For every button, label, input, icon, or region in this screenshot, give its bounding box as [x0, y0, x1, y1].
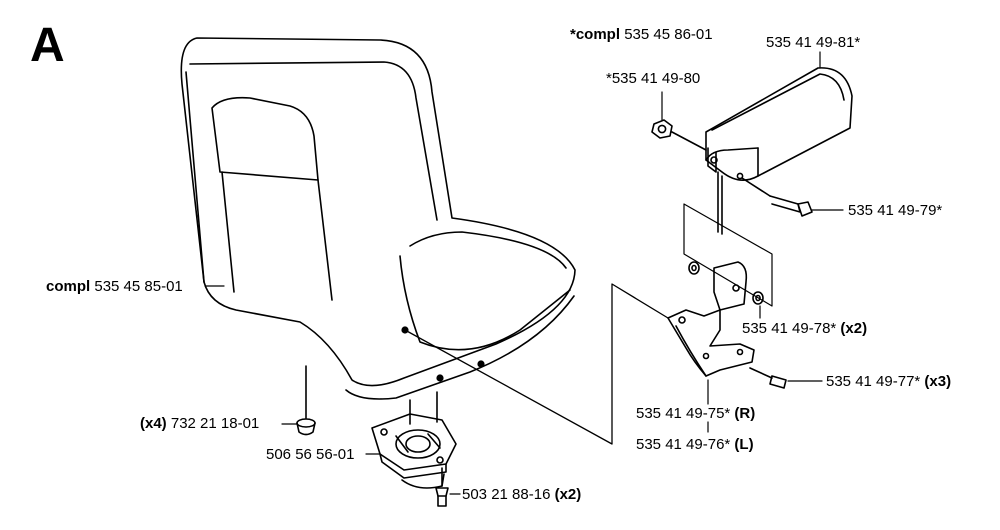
plate-screw-illustration — [435, 467, 449, 507]
armrest-bolt — [769, 195, 801, 213]
label-bracket-screw: 535 41 49-77* (x3) — [826, 373, 951, 390]
nut — [651, 119, 673, 139]
label-washer: 535 41 49-78* (x2) — [742, 320, 867, 337]
side-marker: (R) — [734, 405, 756, 422]
seat-cushion-edge — [409, 231, 567, 269]
part-number: 535 41 49-75* — [636, 405, 731, 422]
label-nut: *535 41 49-80 — [606, 70, 700, 87]
label-prefix: *compl — [570, 26, 621, 43]
seat-back-rim — [189, 61, 438, 221]
part-number: *535 41 49-80 — [606, 70, 701, 87]
armrest-mount-frame — [683, 203, 773, 307]
quantity: (x2) — [554, 486, 582, 503]
rubber-bumper-illustration — [296, 365, 316, 436]
label-bumper: (x4) 732 21 18-01 — [140, 415, 259, 432]
quantity: (x3) — [924, 373, 952, 390]
seat-back-outline — [180, 37, 576, 387]
part-number: 503 21 88-16 — [462, 486, 551, 503]
part-number: 535 41 49-76* — [636, 436, 731, 453]
armrest-pad — [705, 67, 853, 181]
part-number: 535 45 85-01 — [94, 278, 183, 295]
part-number: 535 45 86-01 — [624, 26, 713, 43]
quantity: (x2) — [840, 320, 868, 337]
label-armrest-kit: *compl 535 45 86-01 — [570, 26, 713, 43]
label-seat-complete: compl 535 45 85-01 — [46, 278, 183, 295]
mount-hole — [436, 374, 444, 382]
part-number: 535 41 49-78* — [742, 320, 837, 337]
mount-hole — [477, 360, 485, 368]
quantity: (x4) — [140, 415, 167, 432]
label-bracket-right: 535 41 49-75* (R) — [636, 405, 755, 422]
label-plate-screw: 503 21 88-16 (x2) — [462, 486, 581, 503]
part-number: 535 41 49-77* — [826, 373, 921, 390]
leader-lines — [204, 51, 844, 495]
label-armrest-bolt: 535 41 49-79* — [848, 202, 942, 219]
label-armrest-pad: 535 41 49-81* — [766, 34, 860, 51]
part-number: 535 41 49-79* — [848, 202, 943, 219]
section-letter: A — [30, 19, 65, 72]
part-number: 535 41 49-81* — [766, 34, 861, 51]
swivel-plate-illustration — [371, 391, 457, 489]
part-number: 506 56 56-01 — [266, 446, 355, 463]
side-marker: (L) — [734, 436, 754, 453]
label-swivel-plate: 506 56 56-01 — [266, 446, 354, 463]
seat-illustration — [180, 37, 576, 400]
armrest-illustration — [404, 67, 853, 445]
label-bracket-left: 535 41 49-76* (L) — [636, 436, 754, 453]
part-number: 732 21 18-01 — [170, 415, 260, 432]
label-prefix: compl — [46, 278, 91, 295]
seat-back-window — [211, 96, 319, 181]
